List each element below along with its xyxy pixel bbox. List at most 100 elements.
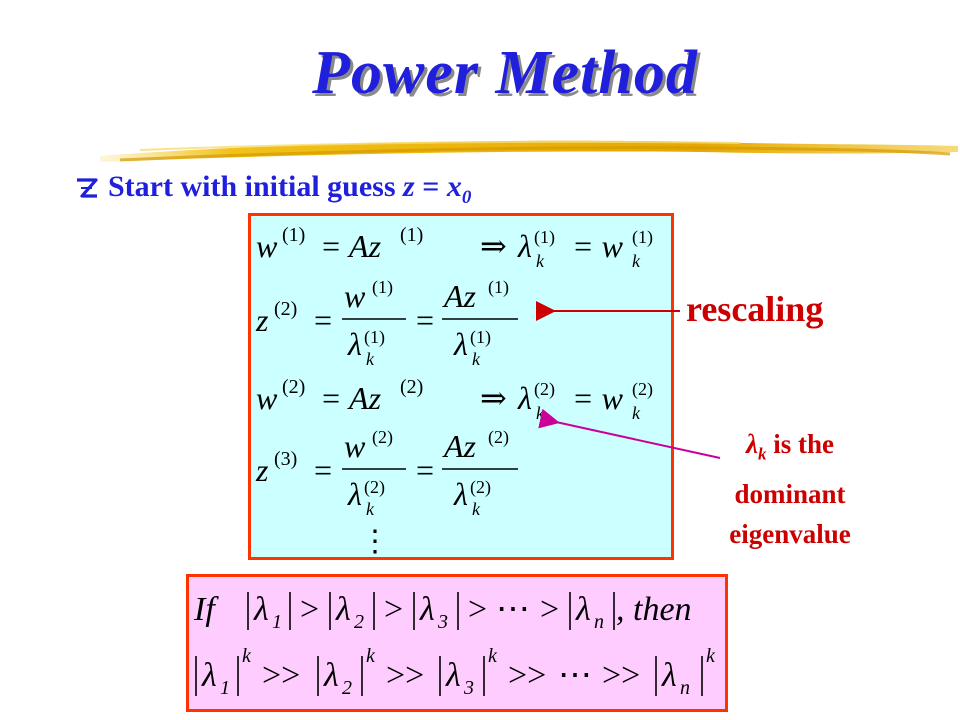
eq4-num2-sup: (2) bbox=[488, 427, 509, 448]
eq2-num1-sup: (1) bbox=[372, 277, 393, 298]
eq1-rhs: = w bbox=[572, 228, 624, 264]
equation-row-3: w (2) = Az (2) ⇒ λ k (2) = w k (2) bbox=[256, 376, 653, 423]
cond2-l3-sub: 3 bbox=[463, 677, 474, 699]
eq4-den2: λ bbox=[453, 476, 468, 512]
eq2-den2-sup: (1) bbox=[470, 327, 491, 348]
eq4-lhs: z bbox=[255, 452, 269, 488]
eq2-lhs: z bbox=[255, 302, 269, 338]
eq4-eq2: = bbox=[416, 452, 434, 488]
eq2-den1-sup: (1) bbox=[364, 327, 385, 348]
eq1-implies: ⇒ bbox=[480, 228, 507, 264]
cond2-l1-pow: k bbox=[242, 645, 252, 667]
cond2-ggt-4: >> bbox=[602, 657, 640, 694]
cond-l2-lambda: λ bbox=[335, 591, 351, 628]
cond-l1-sub: 1 bbox=[272, 611, 282, 633]
eq1-lhs-sup: (1) bbox=[282, 224, 305, 246]
equation-row-1: w (1) = Az (1) ⇒ λ k (1) = w k (1) bbox=[256, 224, 653, 271]
bullet-label: Start with initial guess bbox=[108, 170, 404, 203]
cond2-l3-lambda: λ bbox=[445, 657, 461, 694]
cond-ln-lambda: λ bbox=[575, 591, 591, 628]
rescaling-label: rescaling bbox=[686, 289, 824, 329]
eq1-lambda: λ bbox=[517, 228, 532, 264]
eq2-den2: λ bbox=[453, 326, 468, 362]
eq1-lhs: w bbox=[256, 228, 278, 264]
eq2-num2-sup: (1) bbox=[488, 277, 509, 298]
eigen-note-line-1: λk is the bbox=[690, 424, 890, 474]
eigen-note-lambda: λ bbox=[746, 429, 758, 459]
z-bullet-icon bbox=[77, 178, 98, 198]
cond2-l3-pow: k bbox=[488, 645, 498, 667]
cond2-abs-n bbox=[655, 656, 703, 696]
eq3-lambda-sup: (2) bbox=[534, 379, 555, 400]
eq2-den2-sub: k bbox=[472, 349, 481, 369]
cond2-l2-lambda: λ bbox=[323, 657, 339, 694]
eq1-mid-sup: (1) bbox=[400, 224, 423, 246]
eq3-rhs-sub: k bbox=[632, 403, 641, 423]
equations-svg: w (1) = Az (1) ⇒ λ k (1) = w k (1) z (2)… bbox=[255, 224, 653, 558]
cond-then: , then bbox=[616, 591, 692, 628]
eq3-mid: = Az bbox=[320, 380, 382, 416]
eq3-lhs: w bbox=[256, 380, 278, 416]
cond2-ln-lambda: λ bbox=[661, 657, 677, 694]
slide-title: Power Method bbox=[312, 39, 698, 107]
cond-ln-sub: n bbox=[594, 611, 604, 633]
cond-if: If bbox=[193, 591, 219, 628]
cond-gt-1: > bbox=[300, 591, 319, 628]
cond-abs-n bbox=[569, 592, 615, 630]
eq3-lhs-sup: (2) bbox=[282, 376, 305, 398]
cond2-abs-3 bbox=[439, 656, 485, 696]
eq4-den2-sub: k bbox=[472, 499, 481, 519]
eq3-rhs: = w bbox=[572, 380, 624, 416]
cond-abs-1 bbox=[247, 592, 291, 630]
eq2-den1-sub: k bbox=[366, 349, 375, 369]
cond-gt-3: > bbox=[468, 591, 487, 628]
eq-ellipsis: ⋮ bbox=[360, 525, 390, 558]
eq1-mid: = Az bbox=[320, 228, 382, 264]
eigen-note-line-3: eigenvalue bbox=[729, 519, 851, 550]
cond-cdots-1: ⋯ bbox=[496, 591, 530, 628]
eq4-num1: w bbox=[344, 428, 366, 464]
cond2-abs-2 bbox=[317, 656, 363, 696]
eq3-mid-sup: (2) bbox=[400, 376, 423, 398]
eq4-num2: Az bbox=[442, 428, 477, 464]
eq1-lambda-sub: k bbox=[536, 251, 545, 271]
eq3-lambda: λ bbox=[517, 380, 532, 416]
cond2-cdots: ⋯ bbox=[558, 657, 592, 694]
eq1-lambda-sup: (1) bbox=[534, 227, 555, 248]
cond2-abs-1 bbox=[195, 656, 239, 696]
cond2-ggt-1: >> bbox=[262, 657, 300, 694]
bullet-equals: = bbox=[414, 170, 447, 203]
eigenvalue-arrow bbox=[538, 408, 721, 459]
eq4-den1-sup: (2) bbox=[364, 477, 385, 498]
eq4-den1: λ bbox=[347, 476, 362, 512]
cond2-ggt-3: >> bbox=[508, 657, 546, 694]
eq4-eq1: = bbox=[314, 452, 332, 488]
eq3-implies: ⇒ bbox=[480, 380, 507, 416]
condition-svg: If λ 1 > λ 2 > λ 3 > ⋯ > λ n , then λ 1 … bbox=[193, 591, 716, 699]
eq2-eq1: = bbox=[314, 302, 332, 338]
dominant-eigenvalue-note: λk is the dominant eigenvalue bbox=[690, 424, 890, 554]
equation-row-4: z (3) = w (2) λ k (2) = Az (2) λ k (2) bbox=[255, 427, 518, 519]
cond-l3-sub: 3 bbox=[437, 611, 448, 633]
cond2-l2-pow: k bbox=[366, 645, 376, 667]
cond-abs-3 bbox=[413, 592, 459, 630]
cond2-l1-sub: 1 bbox=[220, 677, 230, 699]
cond2-ln-pow: k bbox=[706, 645, 716, 667]
eq2-num1: w bbox=[344, 278, 366, 314]
eq1-rhs-sup: (1) bbox=[632, 227, 653, 248]
cond-abs-2 bbox=[329, 592, 375, 630]
eigen-note-line-2: dominant bbox=[734, 479, 846, 510]
eq4-den2-sup: (2) bbox=[470, 477, 491, 498]
bullet-subscript: 0 bbox=[461, 187, 472, 208]
eigen-note-lambda-sub: k bbox=[757, 444, 767, 464]
eq2-eq2: = bbox=[416, 302, 434, 338]
yellow-swoosh-decoration bbox=[100, 140, 958, 162]
eq4-den1-sub: k bbox=[366, 499, 375, 519]
cond2-l2-sub: 2 bbox=[342, 677, 352, 699]
cond-gt-4: > bbox=[540, 591, 559, 628]
eq2-num2: Az bbox=[442, 278, 477, 314]
cond2-ln-sub: n bbox=[680, 677, 690, 699]
cond-l1-lambda: λ bbox=[253, 591, 269, 628]
eq3-rhs-sup: (2) bbox=[632, 379, 653, 400]
